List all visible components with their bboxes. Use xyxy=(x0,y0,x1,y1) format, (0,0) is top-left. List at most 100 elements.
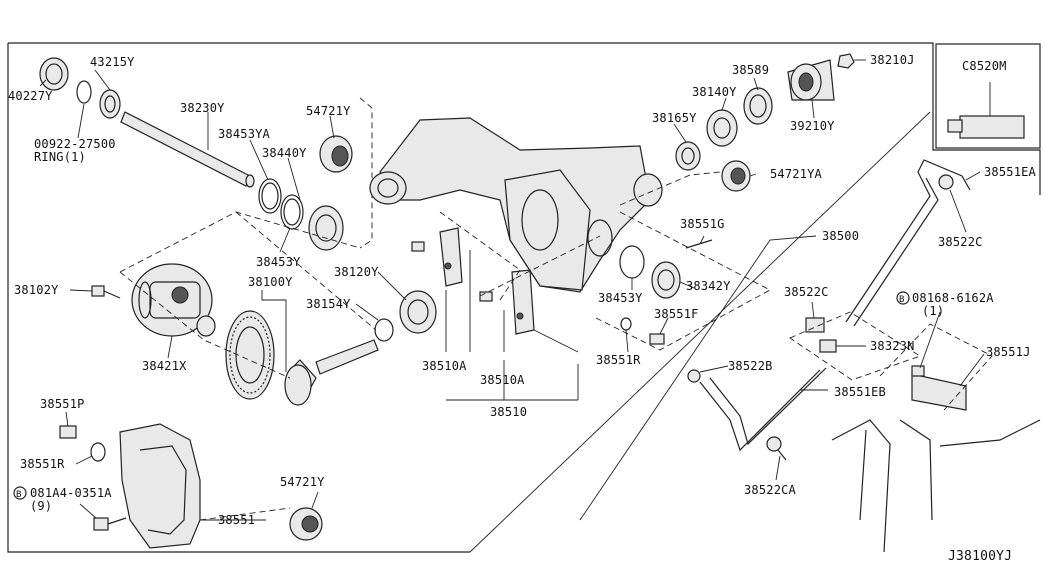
frame-outline xyxy=(831,419,1041,553)
stud-38551g xyxy=(685,239,713,249)
dashed-line-bottom xyxy=(199,507,291,521)
bearing-43215y xyxy=(99,89,121,119)
label-38522b: 38522B xyxy=(728,359,773,373)
label-54721ya: 54721YA xyxy=(770,167,823,181)
label-38522ca: 38522CA xyxy=(744,483,797,497)
label-39210y: 39210Y xyxy=(790,119,835,133)
label-ring-1: RING(1) xyxy=(34,150,86,164)
label-08168-6162a: 08168-6162A xyxy=(912,291,994,305)
label-38154y: 38154Y xyxy=(306,297,351,311)
label-38230y: 38230Y xyxy=(180,101,225,115)
sensor-38323n xyxy=(819,339,837,353)
label-38551: 38551 xyxy=(218,513,255,527)
bearing-54721y-top xyxy=(319,135,353,173)
shim-38453y-right xyxy=(619,245,645,279)
inset-label: C8520M xyxy=(962,59,1007,73)
mount-bracket-38510a-2 xyxy=(479,269,535,335)
ring-gear-38100y xyxy=(225,310,275,400)
leader-lines xyxy=(39,59,985,521)
label-38589: 38589 xyxy=(732,63,769,77)
bolt-38102y xyxy=(91,285,121,299)
label-38440y: 38440Y xyxy=(262,146,307,160)
label-54721y-bottom: 54721Y xyxy=(280,475,325,489)
label-38551r-left: 38551R xyxy=(20,457,65,471)
label-38100y: 38100Y xyxy=(248,275,293,289)
inset-frame xyxy=(935,43,1041,149)
dashed-box-diff xyxy=(119,211,377,379)
sealant-tube-c8520m xyxy=(947,82,1025,139)
plug-38551f xyxy=(649,333,665,345)
differential-case-38421x xyxy=(131,263,216,337)
label-38551f: 38551F xyxy=(654,307,699,321)
washer-38551r-left xyxy=(90,442,106,462)
label-38510: 38510 xyxy=(490,405,527,419)
label-38551r-right: 38551R xyxy=(596,353,641,367)
label-38510a-1: 38510A xyxy=(422,359,467,373)
label-38551p: 38551P xyxy=(40,397,85,411)
label-38522c-mid: 38522C xyxy=(784,285,829,299)
seal-38120y xyxy=(399,290,437,334)
label-38453y-left: 38453Y xyxy=(256,255,301,269)
pinion-gear xyxy=(284,339,379,406)
carrier-housing-38500 xyxy=(369,117,663,293)
dashed-box-breather xyxy=(789,311,922,381)
label-38342y: 38342Y xyxy=(686,279,731,293)
shim-38453ya xyxy=(258,178,282,214)
label-081a4-qty: (9) xyxy=(30,499,52,513)
dashed-box-right xyxy=(595,211,771,351)
washer-38154y xyxy=(374,318,394,342)
label-38120y: 38120Y xyxy=(334,265,379,279)
rear-cover-38551 xyxy=(119,423,201,549)
bolt-symbol-icon xyxy=(896,291,910,305)
label-38551j: 38551J xyxy=(986,345,1031,359)
bracket-38551j xyxy=(911,365,967,411)
label-40227y: 40227Y xyxy=(8,89,53,103)
plug-38551p xyxy=(59,425,77,439)
label-38323n: 38323N xyxy=(870,339,915,353)
label-081a4-circle: B xyxy=(16,490,22,500)
label-54721y-top: 54721Y xyxy=(306,104,351,118)
seal-40227y xyxy=(39,57,69,91)
breather-38522c xyxy=(805,317,825,333)
label-00922-27500: 00922-27500 xyxy=(34,137,116,151)
shaft-38230y xyxy=(120,111,255,188)
label-38551g: 38551G xyxy=(680,217,725,231)
label-38102y: 38102Y xyxy=(14,283,59,297)
dashed-box-top xyxy=(359,97,373,249)
label-08168-qty: (1) xyxy=(922,304,944,318)
mount-bracket-38510a-1 xyxy=(411,227,463,287)
label-38453y-right: 38453Y xyxy=(598,291,643,305)
clip-38522b xyxy=(687,369,701,383)
label-38500: 38500 xyxy=(822,229,859,243)
seal-38589 xyxy=(743,87,773,125)
label-38551eb: 38551EB xyxy=(834,385,886,399)
label-38421x: 38421X xyxy=(142,359,187,373)
label-38210j: 38210J xyxy=(870,53,915,67)
snap-ring xyxy=(76,80,92,104)
label-43215y: 43215Y xyxy=(90,55,135,69)
seal-38342y xyxy=(651,261,681,299)
nut-38210j xyxy=(837,53,855,69)
part-labels: 40227Y 43215Y 00922-27500 RING(1) 38230Y… xyxy=(8,53,1036,564)
bearing-54721y-bottom xyxy=(289,507,323,541)
hose-38551eb xyxy=(699,367,827,452)
bearing-54721ya xyxy=(721,160,751,192)
label-38522c-top: 38522C xyxy=(938,235,983,249)
spacer-38453y xyxy=(280,194,304,230)
bolt-symbol-icon xyxy=(13,486,27,500)
label-08168-circle: B xyxy=(899,295,905,305)
flange-39210y xyxy=(787,59,835,101)
diagram-code: J38100YJ xyxy=(948,549,1012,564)
washer-38551r-right xyxy=(620,317,632,331)
clip-38522ca xyxy=(766,436,787,461)
breather-hose-38551ea xyxy=(845,159,971,327)
label-38510a-2: 38510A xyxy=(480,373,525,387)
label-081a4-0351a: 081A4-0351A xyxy=(30,486,112,500)
dashed-box-brackets xyxy=(439,211,601,301)
main-frame xyxy=(7,42,1041,553)
separator-line xyxy=(469,111,931,553)
dashed-line-pinion xyxy=(619,171,721,206)
label-38453ya: 38453YA xyxy=(218,127,271,141)
bolt-081a4 xyxy=(93,517,127,531)
